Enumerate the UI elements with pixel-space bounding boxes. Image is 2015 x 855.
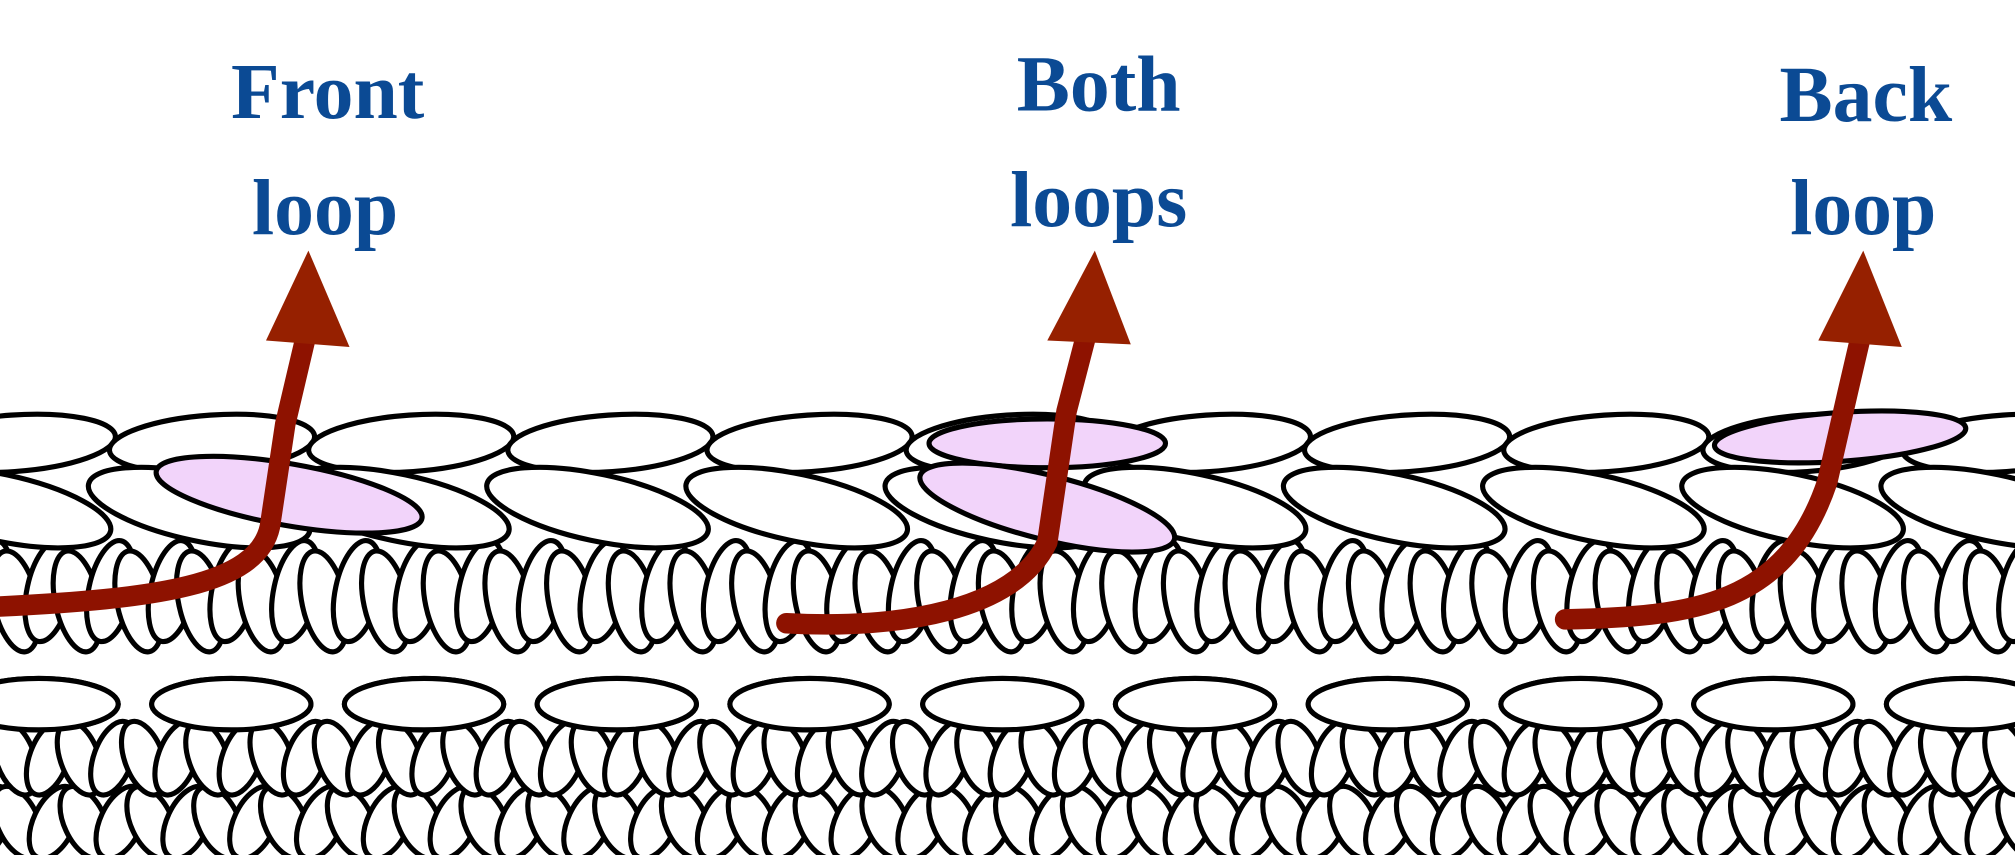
stitch-front-loop [683,464,911,551]
both-loops-example [776,250,1178,635]
yarn-path-back [1554,326,1871,630]
stitch-bar [341,675,507,733]
arrowhead-back [1818,250,1902,347]
stitch-back-loop [505,411,716,475]
stitch-post [1996,538,2015,645]
label-both-line1: Both [1017,41,1181,129]
stitch-bar [1112,675,1278,733]
stitch-bar [0,675,121,733]
highlighted-back-loop-both [926,416,1169,471]
label-back: Back loop [1780,51,1953,252]
stitch-bar [1691,675,1856,733]
stitch-front-loop [1480,464,1707,551]
stitch-bar [534,675,700,733]
stitch-bar [149,675,314,733]
stitch-back-loop [1501,411,1712,475]
label-front-line1: Front [231,48,425,136]
label-both: Both loops [1010,41,1187,245]
stitch-front-loop [1679,464,1906,551]
label-back-line2: loop [1790,164,1936,252]
yarn-path-front [0,326,317,617]
stitch-back-loop [306,411,517,475]
stitch-back-loop [1301,411,1513,475]
stitch-front-loop [1280,464,1508,551]
arrowhead-both [1047,250,1131,345]
stitch-bar [920,675,1085,733]
label-both-line2: loops [1010,156,1187,244]
stitch-bar [1883,675,2015,733]
back-loop-example [1554,250,1969,630]
highlighted-front-loop [153,453,425,536]
stitch-front-loop [484,464,711,551]
stitch-bar [727,675,892,733]
label-back-line1: Back [1780,51,1953,139]
arrowhead-front [265,250,350,347]
stitch-back-loop [704,411,915,475]
stitch-rows [0,411,2015,855]
label-front-line2: loop [252,164,398,252]
front-loop-example [0,250,425,617]
label-front: Front loop [231,48,425,252]
stitch-bar [1305,675,1471,733]
stitch-back-loop [0,411,118,475]
yarn-path-both [776,326,1097,635]
stitch-bar [1498,675,1663,733]
stitch-front-loop [1878,464,2015,551]
stitch-front-loop [0,464,114,551]
